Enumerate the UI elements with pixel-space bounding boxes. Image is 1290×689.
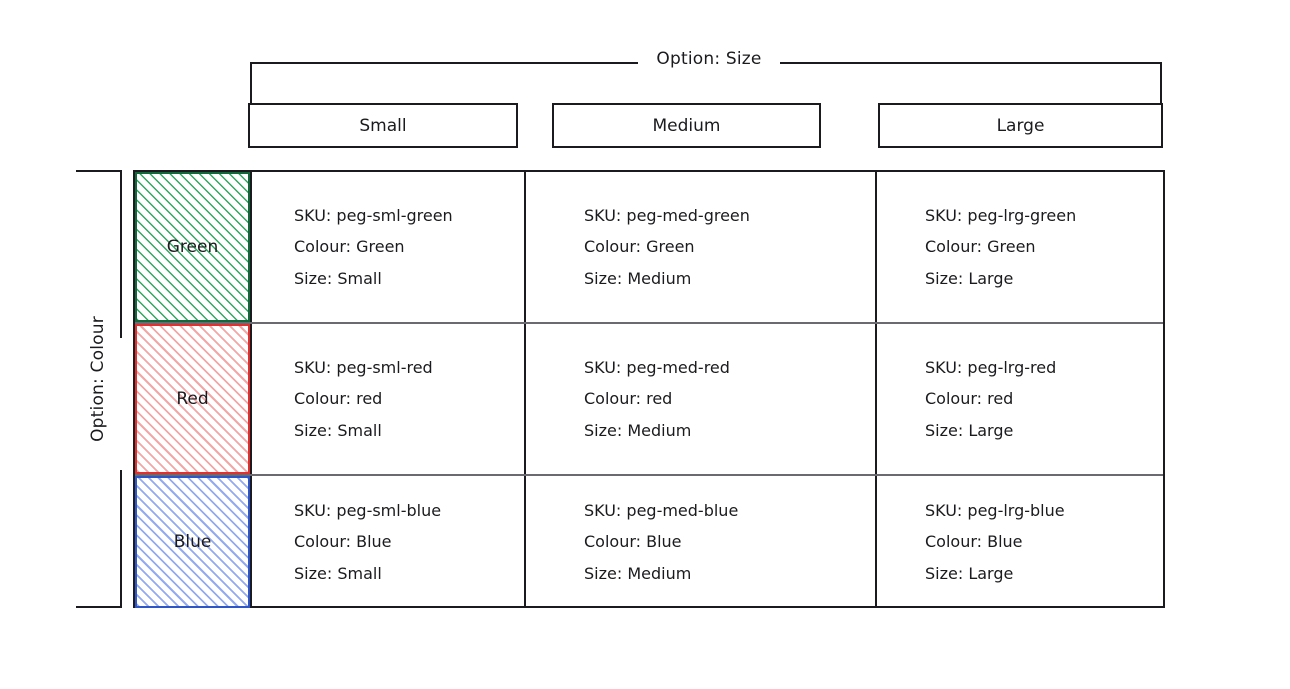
variant-sku: SKU: peg-sml-blue xyxy=(294,501,442,521)
variant-colour: Colour: Green xyxy=(925,237,1036,257)
variant-size: Size: Large xyxy=(925,563,1014,583)
variant-cell-med-red[interactable]: SKU: peg-med-red Colour: red Size: Mediu… xyxy=(524,324,875,474)
variant-sku: SKU: peg-med-blue xyxy=(584,501,739,521)
variant-colour: Colour: Blue xyxy=(294,532,392,552)
matrix-row-blue: Blue SKU: peg-sml-blue Colour: Blue Size… xyxy=(135,474,1163,608)
matrix-row-red: Red SKU: peg-sml-red Colour: red Size: S… xyxy=(135,322,1163,474)
variant-size: Size: Medium xyxy=(584,420,692,440)
variant-sku: SKU: peg-lrg-blue xyxy=(925,501,1065,521)
size-axis-label: Option: Size xyxy=(656,49,762,69)
variant-colour: Colour: Green xyxy=(294,237,405,257)
size-bracket-tick-right xyxy=(1160,62,1162,108)
variant-colour: Colour: red xyxy=(294,389,383,409)
variant-colour: Colour: Blue xyxy=(584,532,682,552)
variant-cell-med-green[interactable]: SKU: peg-med-green Colour: Green Size: M… xyxy=(524,172,875,322)
variant-colour: Colour: Green xyxy=(584,237,695,257)
size-bracket-line-left xyxy=(250,62,638,64)
variant-cell-sml-red[interactable]: SKU: peg-sml-red Colour: red Size: Small xyxy=(250,324,524,474)
variant-size: Size: Medium xyxy=(584,563,692,583)
matrix-row-green: Green SKU: peg-sml-green Colour: Green S… xyxy=(135,172,1163,322)
variant-sku: SKU: peg-sml-green xyxy=(294,206,453,226)
colour-axis-label: Option: Colour xyxy=(88,316,108,442)
size-header-medium[interactable]: Medium xyxy=(552,103,821,148)
variant-size: Size: Small xyxy=(294,563,382,583)
variant-sku: SKU: peg-lrg-green xyxy=(925,206,1077,226)
variant-cell-sml-green[interactable]: SKU: peg-sml-green Colour: Green Size: S… xyxy=(250,172,524,322)
size-axis-bracket: Option: Size xyxy=(250,49,1162,110)
variant-size: Size: Medium xyxy=(584,268,692,288)
variant-sku: SKU: peg-med-green xyxy=(584,206,750,226)
variant-sku: SKU: peg-sml-red xyxy=(294,358,433,378)
colour-axis-bracket: Option: Colour xyxy=(76,170,122,608)
variant-colour: Colour: red xyxy=(584,389,673,409)
variant-cell-med-blue[interactable]: SKU: peg-med-blue Colour: Blue Size: Med… xyxy=(524,476,875,608)
size-header-large[interactable]: Large xyxy=(878,103,1163,148)
variant-cell-sml-blue[interactable]: SKU: peg-sml-blue Colour: Blue Size: Sma… xyxy=(250,476,524,608)
variant-size: Size: Large xyxy=(925,420,1014,440)
size-bracket-line-right xyxy=(780,62,1162,64)
variant-colour: Colour: Blue xyxy=(925,532,1023,552)
variant-colour: Colour: red xyxy=(925,389,1014,409)
variant-size: Size: Small xyxy=(294,268,382,288)
size-header-small[interactable]: Small xyxy=(248,103,518,148)
variant-cell-lrg-blue[interactable]: SKU: peg-lrg-blue Colour: Blue Size: Lar… xyxy=(875,476,1163,608)
variant-size: Size: Large xyxy=(925,268,1014,288)
variant-cell-lrg-green[interactable]: SKU: peg-lrg-green Colour: Green Size: L… xyxy=(875,172,1163,322)
colour-swatch-green[interactable]: Green xyxy=(135,172,250,322)
variant-size: Size: Small xyxy=(294,420,382,440)
colour-bracket-line-bottom xyxy=(120,470,122,608)
variant-sku: SKU: peg-med-red xyxy=(584,358,730,378)
colour-bracket-line-top xyxy=(120,170,122,338)
colour-bracket-tick-top xyxy=(76,170,122,172)
variant-matrix-table: Green SKU: peg-sml-green Colour: Green S… xyxy=(133,170,1165,608)
size-bracket-tick-left xyxy=(250,62,252,108)
variant-cell-lrg-red[interactable]: SKU: peg-lrg-red Colour: red Size: Large xyxy=(875,324,1163,474)
colour-swatch-red[interactable]: Red xyxy=(135,324,250,474)
colour-swatch-blue[interactable]: Blue xyxy=(135,476,250,608)
colour-bracket-tick-bottom xyxy=(76,606,122,608)
variant-sku: SKU: peg-lrg-red xyxy=(925,358,1057,378)
